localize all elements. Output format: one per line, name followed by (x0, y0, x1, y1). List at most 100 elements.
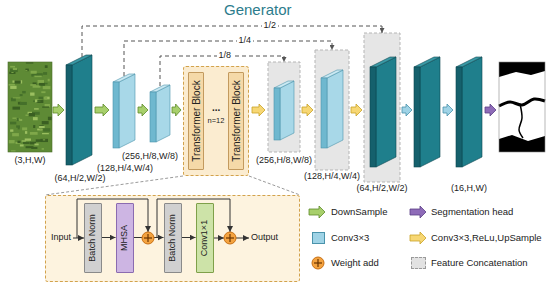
output-mask (519, 104, 523, 138)
input-image (39, 97, 44, 100)
feature-map (370, 67, 376, 167)
block-label: Batch Norm (168, 214, 178, 262)
block-label: Transformer Block (230, 80, 241, 161)
input-image (25, 138, 31, 140)
input-image (17, 141, 20, 143)
block-label: Transformer Block (190, 80, 201, 161)
weight-add-symbol (142, 232, 154, 244)
input-image (25, 70, 27, 71)
input-image (43, 86, 51, 89)
input-image (23, 142, 30, 144)
input-image (35, 76, 42, 77)
legend-text: Segmentation head (431, 207, 513, 217)
input-image (48, 117, 52, 120)
input-image (22, 91, 26, 93)
input-image (36, 73, 43, 75)
weight-add-symbol (142, 232, 236, 244)
flow-arrow (252, 104, 265, 116)
flow-arrow (53, 104, 64, 116)
mhsa-box: MHSA (116, 203, 134, 273)
conv-box: Conv1×1 (196, 203, 214, 273)
input-image (8, 62, 52, 152)
feature-map (321, 70, 343, 78)
weight-add-symbol (224, 232, 236, 244)
input-image (8, 84, 15, 86)
ellipsis-mark: ... (212, 102, 220, 113)
flow-arrow (402, 104, 412, 116)
feature-map (66, 55, 482, 167)
input-image (10, 122, 16, 125)
legend-icon (309, 206, 325, 218)
legend-swatch (312, 232, 325, 244)
feature-map (321, 78, 327, 148)
block-label: MHSA (120, 224, 130, 250)
input-image (20, 94, 23, 96)
input-image (9, 140, 15, 143)
weight-add-symbol (147, 234, 148, 242)
input-image (22, 127, 27, 130)
input-image (30, 92, 34, 95)
input-image (17, 118, 19, 121)
feature-map (462, 57, 482, 167)
input-image (45, 65, 48, 68)
input-image (31, 74, 33, 76)
input-image (31, 147, 37, 149)
tensor-shape: (16,H,W) (451, 184, 487, 194)
legend-text: DownSample (331, 207, 388, 217)
input-image (42, 148, 44, 150)
input-image (8, 62, 52, 152)
tensor-shape: (128,H/4,W/4) (304, 172, 360, 182)
inset-wire (73, 238, 84, 239)
feature-map (66, 65, 72, 165)
flow-arrow (485, 104, 496, 116)
input-image (20, 144, 24, 146)
feature-map (150, 92, 156, 142)
feature-map (414, 67, 420, 167)
output-mask (499, 62, 545, 152)
input-image (26, 62, 33, 63)
feature-map (113, 82, 119, 148)
input-image (43, 72, 47, 75)
feature-map (280, 81, 294, 140)
input-image (34, 108, 39, 109)
input-image (11, 150, 15, 151)
tensor-shape: (64,H/2,W/2) (55, 174, 106, 184)
feature-map (327, 70, 343, 148)
input-image (44, 97, 47, 100)
legend-icon (312, 257, 324, 269)
legend-text: Feature Concatenation (431, 258, 528, 268)
inset-wire (236, 238, 249, 239)
output-label: Output (251, 233, 278, 243)
transformer-block: Transformer Block (228, 72, 244, 170)
skip-ratio: 1/2 (262, 21, 279, 31)
input-image (39, 83, 45, 86)
weight-add-symbol (229, 234, 230, 242)
legend-icon (309, 206, 325, 218)
input-image (13, 68, 17, 70)
tensor-shape: (64,H/2,W/2) (357, 184, 408, 194)
input-image (25, 131, 27, 134)
input-image (20, 102, 27, 105)
input-image (16, 118, 20, 120)
input-image (40, 129, 42, 130)
input-image (41, 91, 45, 93)
flow-arrow (351, 104, 362, 116)
tensor-shape: (3,H,W) (15, 156, 46, 166)
input-image (42, 133, 49, 134)
legend-icon (309, 206, 426, 269)
transformer-detail: InputOutputBatch NormMHSABatch NormConv1… (45, 195, 300, 282)
legend-icon (410, 232, 426, 244)
input-image (36, 139, 42, 142)
input-image (10, 66, 15, 68)
legend-text: Weight add (331, 258, 379, 268)
skip-connection (124, 41, 332, 76)
legend-icon (312, 257, 324, 269)
connector-arrow (102, 237, 116, 238)
tensor-shape: (128,H/4,W/4) (97, 164, 153, 174)
tensor-shape: (256,H/8,W/8) (256, 156, 312, 166)
block-label: Batch Norm (88, 214, 98, 262)
input-image (29, 113, 35, 116)
input-image (31, 71, 37, 74)
input-image (38, 80, 44, 83)
transformer-group: ...n=12Transformer BlockTransformer Bloc… (183, 66, 249, 176)
